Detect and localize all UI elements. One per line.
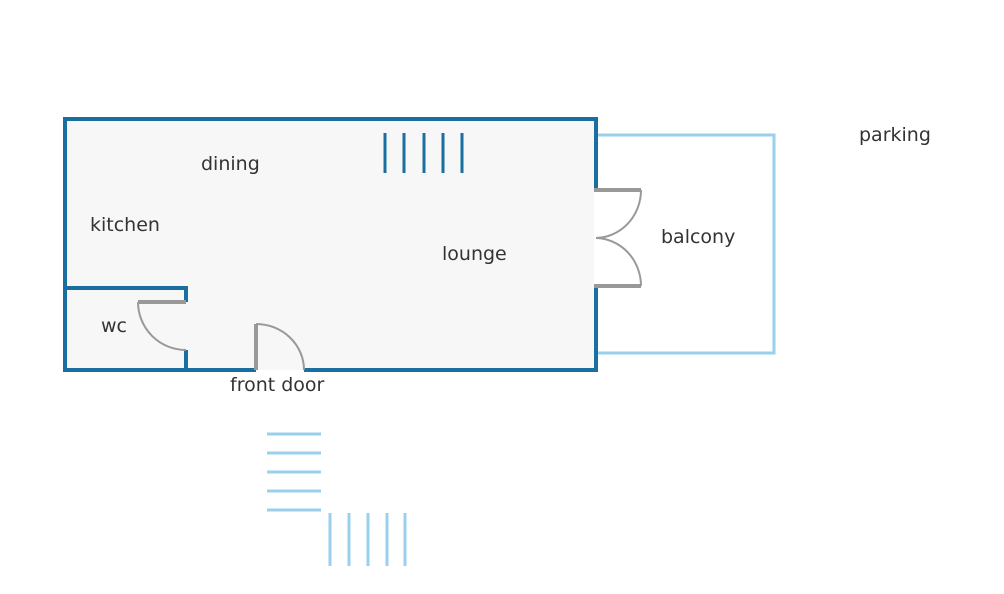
inner-stairs bbox=[383, 133, 464, 173]
balcony-doors[interactable] bbox=[594, 188, 642, 288]
label-front-door: front door bbox=[230, 374, 325, 396]
room-label-dining: dining bbox=[201, 153, 260, 175]
house-walls bbox=[63, 117, 598, 372]
label-parking: parking bbox=[859, 124, 931, 146]
wc-door[interactable] bbox=[137, 300, 187, 351]
room-label-lounge: lounge bbox=[442, 243, 507, 265]
room-label-kitchen: kitchen bbox=[90, 214, 160, 236]
front-door[interactable] bbox=[254, 323, 305, 371]
house-floor bbox=[65, 119, 596, 370]
room-label-wc: wc bbox=[101, 315, 127, 337]
balcony-outline bbox=[594, 133, 776, 355]
doors bbox=[137, 188, 642, 371]
outdoor-stairs bbox=[267, 432, 407, 566]
room-label-balcony: balcony bbox=[661, 226, 736, 248]
